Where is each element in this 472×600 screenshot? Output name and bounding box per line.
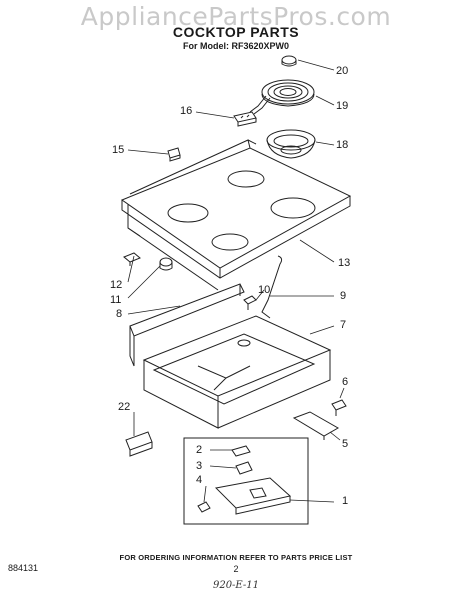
callout-3: 3	[196, 460, 203, 472]
model-subtitle: For Model: RF3620XPW0	[182, 41, 290, 51]
doc-number: 884131	[8, 563, 39, 573]
part-22-bracket	[126, 432, 152, 456]
part-13-cooktop	[122, 140, 350, 290]
ordering-note: FOR ORDERING INFORMATION REFER TO PARTS …	[119, 553, 353, 562]
callout-9: 9	[340, 290, 347, 302]
page-title: COCKTOP PARTS	[172, 24, 300, 40]
callout-13: 13	[338, 257, 351, 269]
watermark: AppliancePartsPros.com	[80, 2, 392, 31]
callout-4: 4	[196, 474, 203, 486]
callout-22: 22	[118, 401, 131, 413]
part-8-rear-panel	[130, 284, 244, 366]
part-9-rod	[262, 256, 282, 318]
callout-5: 5	[342, 438, 349, 450]
callout-2: 2	[196, 444, 203, 456]
callout-15: 15	[112, 144, 125, 156]
part-16-terminal-block	[234, 112, 256, 126]
part-10-screw	[244, 296, 256, 310]
part-5-strap	[294, 412, 338, 440]
handwritten-note: 920-E-11	[212, 580, 260, 591]
leader-lines	[128, 60, 344, 502]
callout-19: 19	[336, 100, 349, 112]
part-12-clip	[124, 253, 140, 266]
callout-1: 1	[342, 495, 349, 507]
callout-18: 18	[336, 139, 349, 151]
callout-11: 11	[110, 294, 122, 306]
callout-12: 12	[110, 279, 123, 291]
part-20-cap	[282, 56, 296, 66]
callout-10: 10	[258, 284, 271, 296]
callout-16: 16	[180, 105, 193, 117]
callout-20: 20	[336, 65, 349, 77]
part-11-spacer	[160, 258, 172, 270]
switch-detail-box	[184, 438, 308, 524]
part-15-clip	[168, 148, 180, 161]
part-7-burner-box	[144, 316, 330, 428]
part-18-drip-bowl	[267, 130, 315, 158]
callout-8: 8	[116, 308, 123, 320]
callout-6: 6	[342, 376, 349, 388]
part-6-bracket	[332, 400, 346, 416]
callout-7: 7	[340, 319, 347, 331]
part-19-surface-element	[250, 80, 314, 114]
page-number: 2	[233, 564, 239, 574]
